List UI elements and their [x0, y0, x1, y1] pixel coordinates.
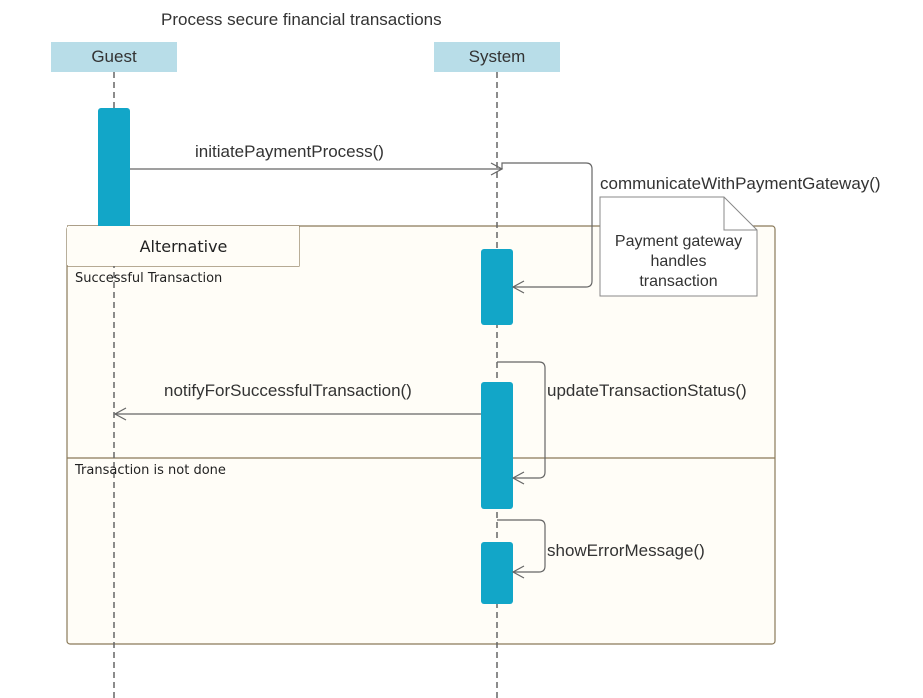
note-line: handles: [650, 253, 707, 270]
message-arrow-gateway[interactable]: [501, 162, 593, 294]
activation-system-1: [481, 249, 513, 325]
fragment-operator-label: Alternative: [68, 226, 299, 266]
guard-condition-failure: Transaction is not done: [75, 463, 226, 478]
message-label-update[interactable]: updateTransactionStatus(): [547, 381, 747, 400]
note-corner-fold: [723, 197, 757, 231]
message-arrow-error[interactable]: [497, 519, 546, 579]
message-label-error[interactable]: showErrorMessage(): [547, 541, 705, 560]
lifeline-label-guest: Guest: [91, 47, 137, 66]
alternative-fragment-frame: [66, 225, 776, 645]
message-arrow-update[interactable]: [497, 361, 546, 485]
message-label-initiate[interactable]: initiatePaymentProcess(): [195, 142, 384, 161]
note-text: Payment gateway handles transaction: [600, 232, 757, 292]
diagram-title: Process secure financial transactions: [161, 10, 442, 29]
note-box: [599, 196, 758, 297]
guard-condition-success: Successful Transaction: [75, 271, 223, 286]
note-line: transaction: [639, 273, 718, 290]
lifeline-header-guest[interactable]: Guest: [51, 42, 177, 72]
activation-system-3: [481, 542, 513, 604]
lifeline-header-system[interactable]: System: [434, 42, 560, 72]
note-line: Payment gateway: [614, 233, 743, 250]
message-label-notify[interactable]: notifyForSuccessfulTransaction(): [164, 381, 412, 400]
activation-guest: [98, 108, 130, 230]
activation-system-2: [481, 382, 513, 509]
message-label-gateway[interactable]: communicateWithPaymentGateway(): [600, 174, 881, 193]
lifeline-label-system: System: [468, 47, 526, 66]
